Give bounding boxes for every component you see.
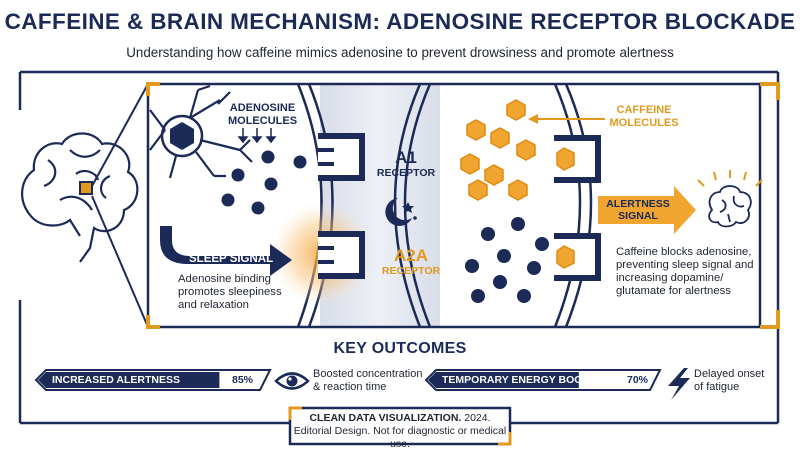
a1-subtitle: RECEPTOR bbox=[376, 167, 436, 179]
outcome-value-energy: 70% bbox=[627, 374, 649, 386]
brain-icon bbox=[21, 132, 139, 263]
sleep-signal-arrow bbox=[160, 226, 292, 276]
energy-line1: Delayed onset bbox=[694, 368, 765, 380]
sleep-signal-label: SLEEP SIGNAL bbox=[189, 253, 274, 265]
caffeine-label-line1: CAFFEINE bbox=[616, 104, 672, 116]
adenosine-label: ADENOSINE MOLECULES bbox=[215, 102, 310, 128]
energy-description: Delayed onset of fatigue bbox=[694, 368, 784, 394]
adenosine-label-line2: MOLECULES bbox=[227, 115, 298, 127]
caffeine-label: CAFFEINE MOLECULES bbox=[604, 104, 684, 130]
alertness-line1: ALERTNESS bbox=[606, 198, 670, 210]
a1-receptor-blocked bbox=[554, 135, 601, 183]
caffeine-desc-line2: preventing sleep signal and bbox=[616, 259, 754, 271]
outcome-label-alertness: INCREASED ALERTNESS bbox=[52, 374, 180, 386]
focus-description: Boosted concentration & reaction time bbox=[313, 368, 423, 394]
footer-bold: CLEAN DATA VISUALIZATION. bbox=[309, 412, 462, 424]
brain-small-icon bbox=[708, 185, 752, 228]
eye-icon bbox=[274, 372, 310, 390]
footer-disclaimer: Editorial Design. Not for diagnostic or … bbox=[293, 425, 507, 450]
caffeine-desc-line3: increasing dopamine/ bbox=[616, 272, 724, 284]
page-subtitle: Understanding how caffeine mimics adenos… bbox=[126, 45, 674, 60]
sleep-description: Adenosine binding promotes sleepiness an… bbox=[178, 273, 318, 312]
outcome-label-energy: TEMPORARY ENERGY BOOST bbox=[442, 374, 596, 386]
key-outcomes-heading: KEY OUTCOMES bbox=[333, 340, 467, 357]
alertness-line2: SIGNAL bbox=[618, 210, 658, 222]
a2a-receptor-label: A2A RECEPTOR bbox=[372, 246, 450, 278]
focus-line2: & reaction time bbox=[313, 381, 387, 393]
a2a-receptor bbox=[318, 231, 365, 279]
outcome-bar-alertness bbox=[34, 369, 272, 391]
adenosine-molecules-right bbox=[465, 217, 549, 303]
page-title: CAFFEINE & BRAIN MECHANISM: ADENOSINE RE… bbox=[4, 9, 796, 34]
outcome-value-alertness: 85% bbox=[232, 374, 254, 386]
caffeine-molecules bbox=[460, 99, 536, 201]
a2a-subtitle: RECEPTOR bbox=[381, 265, 441, 277]
caffeine-description: Caffeine blocks adenosine, preventing sl… bbox=[616, 246, 766, 298]
sleep-desc-line1: Adenosine binding bbox=[178, 273, 271, 285]
a1-receptor bbox=[318, 133, 365, 181]
sleep-desc-line3: and relaxation bbox=[178, 299, 249, 311]
caffeine-label-line2: MOLECULES bbox=[609, 117, 679, 129]
caffeine-desc-line4: glutamate for alertness bbox=[616, 285, 731, 297]
adenosine-molecules-left bbox=[221, 150, 307, 215]
energy-line2: of fatigue bbox=[694, 381, 740, 393]
alertness-signal-arrow bbox=[598, 186, 696, 234]
footer-year: 2024. bbox=[461, 412, 491, 424]
moon-icon bbox=[385, 198, 417, 226]
alertness-signal-label: ALERTNESS SIGNAL bbox=[603, 198, 673, 222]
sleep-desc-line2: promotes sleepiness bbox=[178, 286, 282, 298]
focus-line1: Boosted concentration bbox=[313, 368, 423, 380]
neuron-icon bbox=[149, 84, 253, 179]
outcome-bar-energy bbox=[424, 369, 662, 391]
a2a-title: A2A bbox=[393, 246, 428, 265]
adenosine-label-line1: ADENOSINE bbox=[229, 102, 296, 114]
footer-note: CLEAN DATA VISUALIZATION. 2024. Editoria… bbox=[290, 412, 510, 451]
main-panel bbox=[146, 82, 762, 329]
caffeine-desc-line1: Caffeine blocks adenosine, bbox=[616, 246, 752, 258]
a1-title: A1 bbox=[395, 148, 417, 167]
a2a-receptor-blocked bbox=[554, 233, 601, 281]
a1-receptor-label: A1 RECEPTOR bbox=[372, 148, 440, 180]
lightning-icon bbox=[668, 368, 690, 400]
